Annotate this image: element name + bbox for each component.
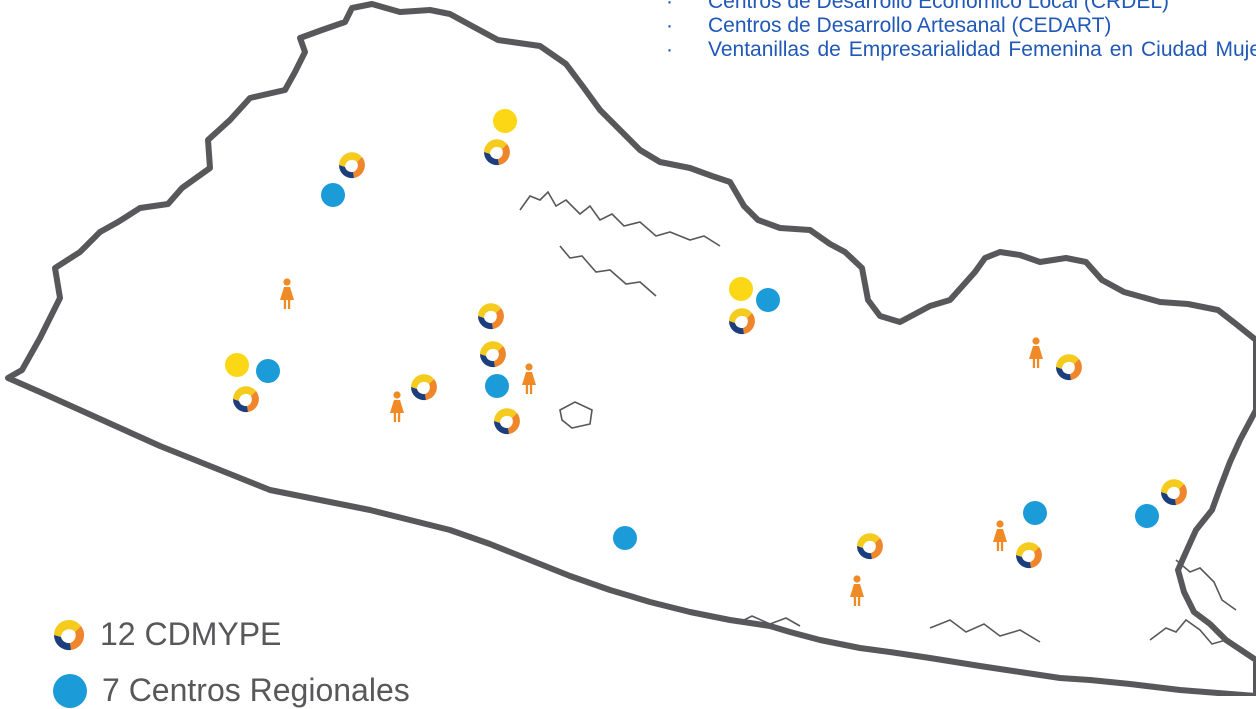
woman-figure-icon xyxy=(280,278,294,309)
cdmype-logo-icon xyxy=(479,341,506,368)
woman-figure-icon xyxy=(522,363,536,394)
cdmype-logo-icon xyxy=(856,533,883,560)
yellow-dot-icon xyxy=(225,353,249,377)
blue-dot-icon xyxy=(1135,504,1159,528)
legend-item-regional: 7 Centros Regionales xyxy=(52,672,410,709)
cdmype-logo-icon xyxy=(338,152,365,179)
yellow-dot-icon xyxy=(493,109,517,133)
cdmype-logo-icon xyxy=(1055,354,1082,381)
woman-figure-icon xyxy=(390,391,404,422)
cdmype-logo-icon xyxy=(477,303,504,330)
woman-figure-icon xyxy=(993,520,1007,551)
yellow-dot-icon xyxy=(729,277,753,301)
cdmype-logo-icon xyxy=(410,374,437,401)
notes-list: · Centros de Desarrollo Económico Local … xyxy=(650,0,1256,62)
bullet-dot-icon: · xyxy=(666,14,673,37)
coast-bay xyxy=(719,615,801,627)
woman-figure-icon xyxy=(1029,337,1043,368)
blue-dot-icon xyxy=(485,374,509,398)
cdmype-logo-icon xyxy=(493,408,520,435)
lake-ilopango xyxy=(559,401,593,429)
coast-gulf xyxy=(1149,618,1227,645)
cdmype-logo-icon xyxy=(728,308,755,335)
blue-dot-icon xyxy=(256,359,280,383)
woman-figure-icon xyxy=(850,575,864,606)
river-north xyxy=(559,245,657,297)
bullet-dot-icon: · xyxy=(666,38,673,61)
blue-dot-icon xyxy=(1023,501,1047,525)
blue-dot-icon xyxy=(756,288,780,312)
country-outline xyxy=(5,1,1256,696)
note-item-ciudad-mujer: ·Ventanillas de Empresarialidad Femenina… xyxy=(666,38,1256,61)
bullet-dot-icon: · xyxy=(666,0,673,13)
river-east xyxy=(1175,559,1237,611)
cdmype-logo-icon xyxy=(53,619,85,650)
river-lempa xyxy=(519,190,721,247)
note-item-crdel: · Centros de Desarrollo Económico Local … xyxy=(650,0,1256,14)
legend-item-cdmype: 12 CDMYPE xyxy=(52,616,281,653)
cdmype-logo-icon xyxy=(483,139,510,166)
blue-dot-icon xyxy=(613,526,637,550)
coast-jiquilisco xyxy=(929,619,1041,643)
blue-dot-icon xyxy=(321,183,345,207)
cdmype-logo-icon xyxy=(1015,542,1042,569)
legend-label: 12 CDMYPE xyxy=(100,616,282,652)
blue-dot-icon xyxy=(53,673,87,708)
note-item-cedart: ·Centros de Desarrollo Artesanal (CEDART… xyxy=(666,14,1112,37)
legend-label: 7 Centros Regionales xyxy=(102,672,410,708)
cdmype-logo-icon xyxy=(232,386,259,413)
cdmype-logo-icon xyxy=(1160,479,1187,506)
